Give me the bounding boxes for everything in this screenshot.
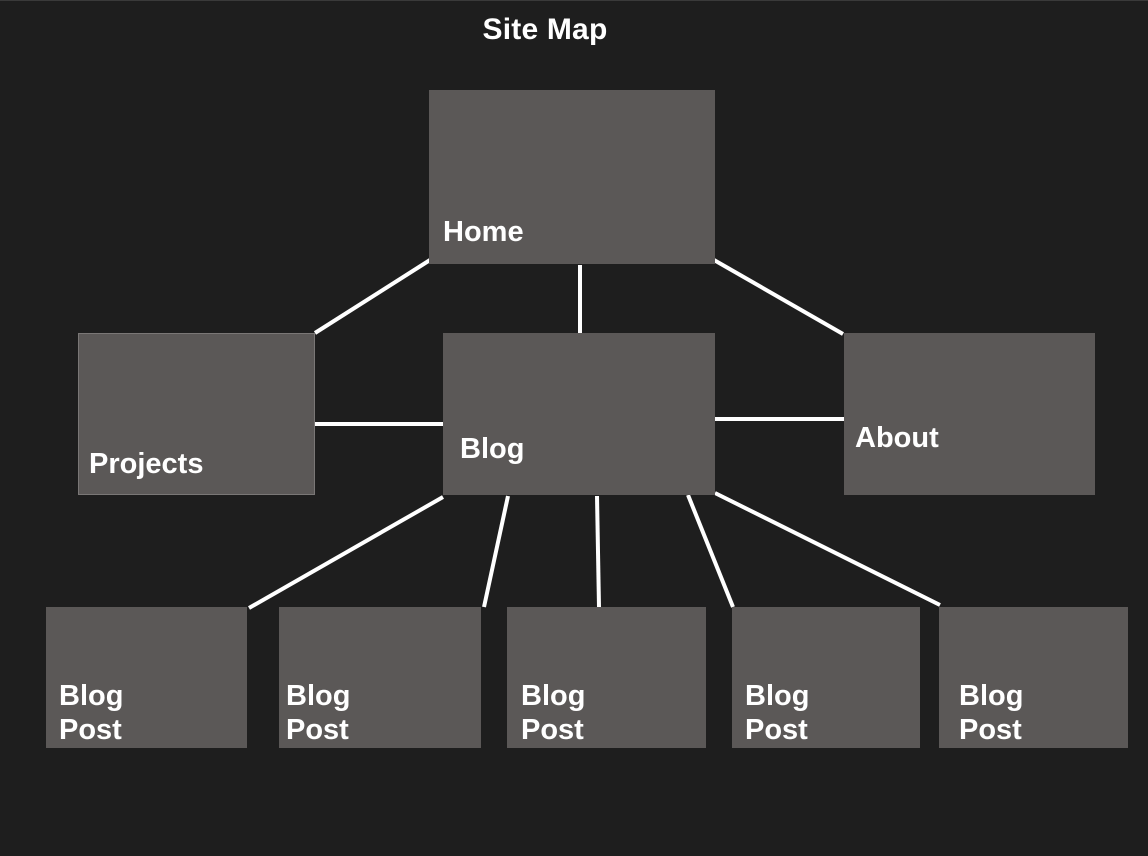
node-home-label: Home <box>443 216 524 248</box>
edge-blog-post-1 <box>248 495 444 610</box>
node-blog-post-label: Blog Post <box>959 680 1024 746</box>
edge-blog-post-4 <box>686 494 735 608</box>
node-projects[interactable]: Projects <box>78 333 315 495</box>
node-home[interactable]: Home <box>429 90 715 264</box>
edge-blog-post-3 <box>595 495 601 608</box>
edge-home-projects <box>313 258 432 335</box>
node-blog-post-label: Blog Post <box>521 680 586 746</box>
node-about[interactable]: About <box>844 333 1095 495</box>
node-blog-label: Blog <box>460 433 525 465</box>
node-about-label: About <box>855 422 939 454</box>
node-blog-post[interactable]: Blog Post <box>939 607 1128 748</box>
edge-blog-post-2 <box>482 495 510 608</box>
node-blog-post[interactable]: Blog Post <box>46 607 247 748</box>
page-title: Site Map <box>482 13 608 46</box>
node-blog-post-label: Blog Post <box>745 680 810 746</box>
node-blog-post[interactable]: Blog Post <box>279 607 481 748</box>
node-blog-post[interactable]: Blog Post <box>732 607 920 748</box>
node-blog-post-label: Blog Post <box>59 680 124 746</box>
node-blog-post-label: Blog Post <box>286 680 351 746</box>
edge-home-about <box>713 258 844 336</box>
node-blog[interactable]: Blog <box>443 333 715 495</box>
node-blog-post[interactable]: Blog Post <box>507 607 706 748</box>
edge-blog-post-5 <box>714 491 941 607</box>
node-projects-label: Projects <box>89 448 204 480</box>
